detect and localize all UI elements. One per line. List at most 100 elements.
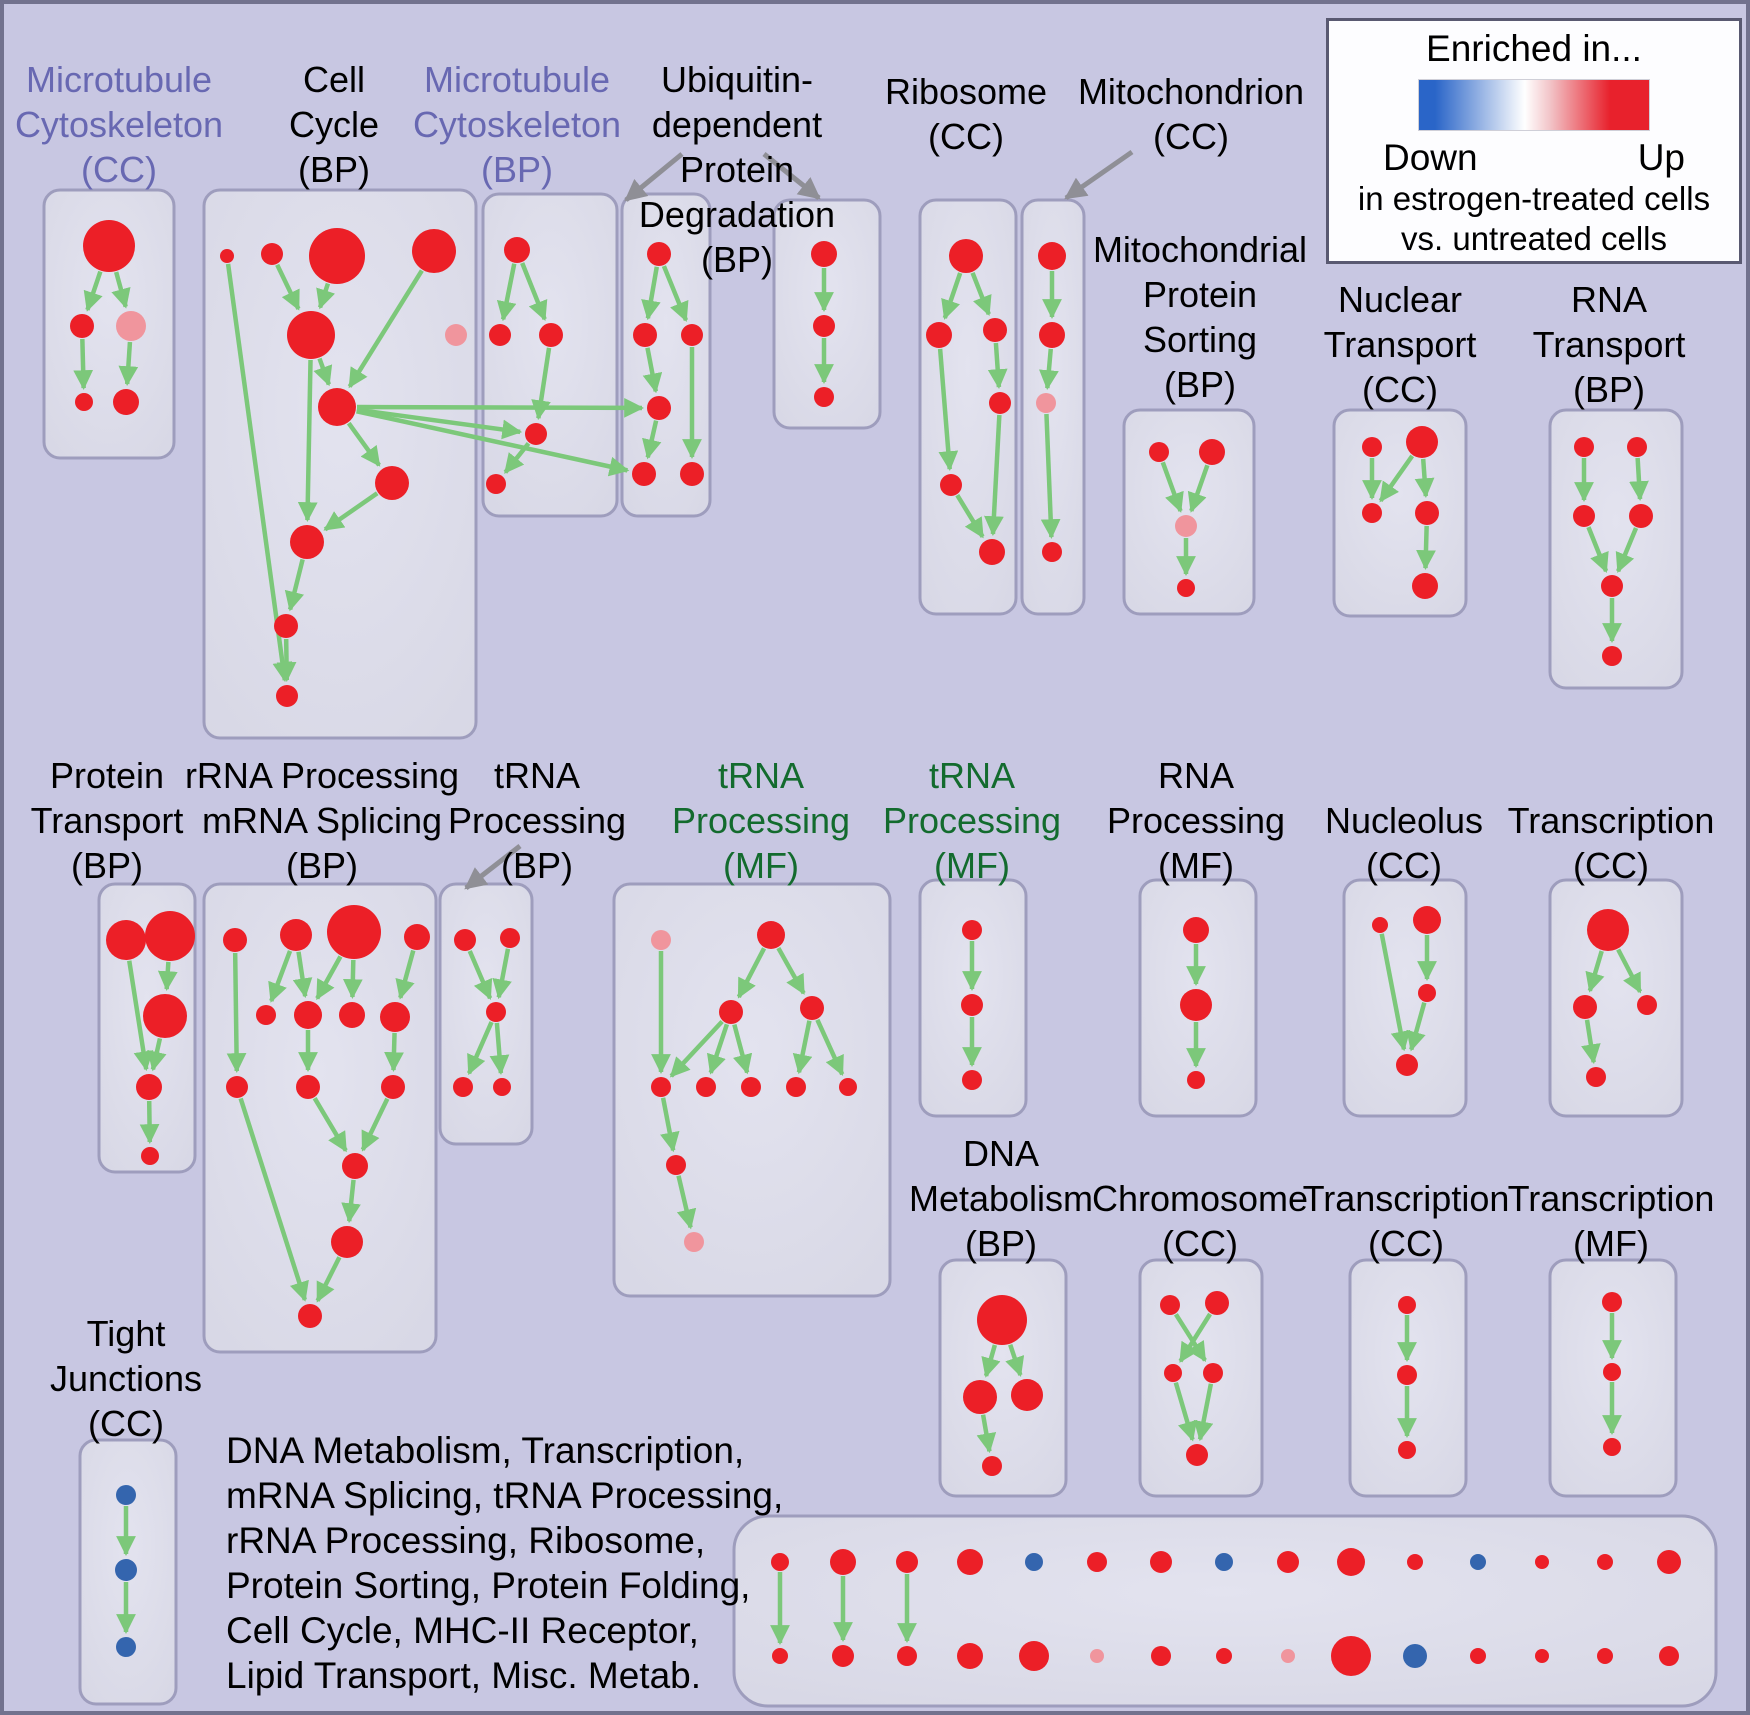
misc-text-line: Cell Cycle, MHC-II Receptor, (226, 1610, 699, 1651)
go-term-node-microtubule-bp-1 (489, 324, 511, 346)
edge-ribosome (984, 414, 1004, 537)
go-term-node-ubiquitin-degradation-a-3 (647, 396, 671, 420)
edge-rrna-processing-mrna-splicing (341, 1179, 361, 1224)
go-term-node-dna-metabolism-2 (1011, 1379, 1043, 1411)
edge-trna-processing-mf-large (815, 1018, 845, 1077)
go-term-node-rna-transport-2 (1573, 505, 1595, 527)
cluster-box-trna-processing-bp (438, 882, 534, 1146)
go-term-node-trna-processing-bp-2 (486, 1002, 506, 1022)
edge-trna-processing-bp (492, 948, 512, 1000)
go-term-node-nuclear-transport-3 (1415, 501, 1439, 525)
edge-cell-cycle (313, 357, 333, 387)
legend-gradient-bar (1418, 79, 1650, 131)
edge-microtubule-cc (118, 341, 139, 387)
go-term-node-misc-clusters-9 (1337, 1548, 1365, 1576)
go-term-node-rna-transport-1 (1627, 437, 1647, 457)
misc-text-line: rRNA Processing, Ribosome, (226, 1520, 706, 1561)
go-term-node-transcription-cc-bottom-2 (1398, 1441, 1416, 1459)
go-term-node-chromosome-2 (1164, 1364, 1182, 1382)
go-term-node-rrna-processing-mrna-splicing-10 (381, 1075, 405, 1099)
label-pointer-arrow (1064, 149, 1134, 201)
edge-ribosome (955, 494, 985, 539)
go-term-node-trna-processing-mf-small-2 (962, 1070, 982, 1090)
edge-dna-metabolism (976, 1414, 997, 1454)
edge-trna-processing-mf-large (706, 1023, 730, 1075)
edge-rrna-processing-mrna-splicing (342, 959, 363, 999)
cluster-box-nuclear-transport (1332, 408, 1468, 618)
edge-rrna-processing-mrna-splicing (360, 1097, 390, 1152)
legend-endpoints: Down Up (1329, 137, 1739, 179)
legend-up-label: Up (1637, 137, 1685, 178)
edge-trna-processing-bp (466, 1021, 494, 1076)
go-term-node-trna-processing-bp-3 (453, 1077, 473, 1097)
go-term-node-nucleolus-3 (1396, 1054, 1418, 1076)
edge-rna-transport (1615, 527, 1639, 574)
go-term-node-trna-processing-mf-large-8 (839, 1078, 857, 1096)
edge-chromosome (1178, 1312, 1212, 1363)
cluster-label-mitochondrion: Mitochondrion(CC) (1078, 71, 1304, 157)
go-term-node-chromosome-0 (1160, 1295, 1180, 1315)
go-term-node-mitochondrial-protein-sorting-3 (1177, 579, 1195, 597)
go-term-node-ribosome-0 (949, 239, 983, 273)
edge-cell-cycle (347, 269, 424, 389)
edge-trna-processing-bp (467, 950, 493, 1001)
go-term-node-ribosome-1 (926, 322, 952, 348)
go-term-node-ubiquitin-degradation-a-2 (681, 324, 703, 346)
cluster-label-ribosome: Ribosome(CC) (885, 71, 1047, 157)
cluster-label-transcription-mf: Transcription(MF) (1508, 1178, 1715, 1264)
cluster-box-ubiquitin-degradation-a (620, 192, 712, 518)
go-term-node-trna-processing-mf-small-0 (962, 920, 982, 940)
go-term-node-mitochondrial-protein-sorting-2 (1175, 515, 1197, 537)
go-term-node-rrna-processing-mrna-splicing-11 (342, 1153, 368, 1179)
go-term-node-misc-clusters-16 (832, 1645, 854, 1667)
go-term-node-rrna-processing-mrna-splicing-9 (296, 1075, 320, 1099)
go-term-node-trna-processing-mf-large-4 (651, 1077, 671, 1097)
go-term-node-misc-clusters-26 (1470, 1648, 1486, 1664)
edge-nuclear-transport (1416, 525, 1436, 570)
go-term-node-misc-clusters-7 (1215, 1553, 1233, 1571)
go-term-node-trna-processing-mf-large-9 (666, 1155, 686, 1175)
edge-cell-cycle (284, 558, 305, 612)
edge-protein-transport (139, 1100, 160, 1144)
cluster-label-nucleolus: Nucleolus(CC) (1325, 800, 1483, 886)
go-term-node-rna-transport-5 (1602, 646, 1622, 666)
go-term-node-transcription-mf-0 (1602, 1292, 1622, 1312)
go-term-node-cell-cycle-3 (412, 229, 456, 273)
edge-rrna-processing-mrna-splicing (238, 1097, 309, 1302)
cluster-box-rrna-processing-mrna-splicing (202, 882, 438, 1354)
go-term-node-rrna-processing-mrna-splicing-8 (226, 1076, 248, 1098)
go-term-node-nuclear-transport-4 (1412, 573, 1438, 599)
edge-cell-cycle (346, 421, 381, 467)
edge-cell-cycle (323, 491, 379, 532)
edge-trna-processing-mf-large (776, 946, 806, 995)
go-term-node-tight-junctions-1 (115, 1559, 137, 1581)
edges-layer (73, 149, 1649, 1645)
go-term-node-microtubule-bp-3 (525, 423, 547, 445)
go-term-node-trna-processing-mf-large-7 (786, 1077, 806, 1097)
go-term-node-mitochondrion-0 (1038, 242, 1066, 270)
enrichment-legend: Enriched in... Down Up in estrogen-treat… (1326, 18, 1742, 264)
go-term-node-mitochondrion-1 (1039, 322, 1065, 348)
edge-mitochondrion (1040, 413, 1061, 539)
edge-rrna-processing-mrna-splicing (312, 1097, 348, 1153)
go-term-node-cell-cycle-1 (261, 243, 283, 265)
edge-dna-metabolism (1005, 1343, 1025, 1377)
go-term-node-misc-clusters-13 (1597, 1554, 1613, 1570)
edge-nucleolus (1379, 933, 1411, 1052)
go-term-node-trna-processing-mf-small-1 (961, 994, 983, 1016)
cluster-box-nucleolus (1342, 878, 1468, 1118)
go-term-node-nucleolus-1 (1413, 906, 1441, 934)
edge-ribosome (941, 272, 963, 320)
edge-nucleolus (1406, 1002, 1427, 1052)
edge-ubiquitin-degradation-a (661, 265, 689, 323)
go-term-node-misc-clusters-17 (897, 1646, 917, 1666)
edge-cell-cycle (225, 263, 293, 683)
cross-cluster-edge (356, 409, 630, 477)
go-term-node-trna-processing-mf-large-2 (719, 1000, 743, 1024)
go-term-node-rna-transport-4 (1601, 575, 1623, 597)
go-term-node-transcription-cc-bottom-0 (1398, 1296, 1416, 1314)
